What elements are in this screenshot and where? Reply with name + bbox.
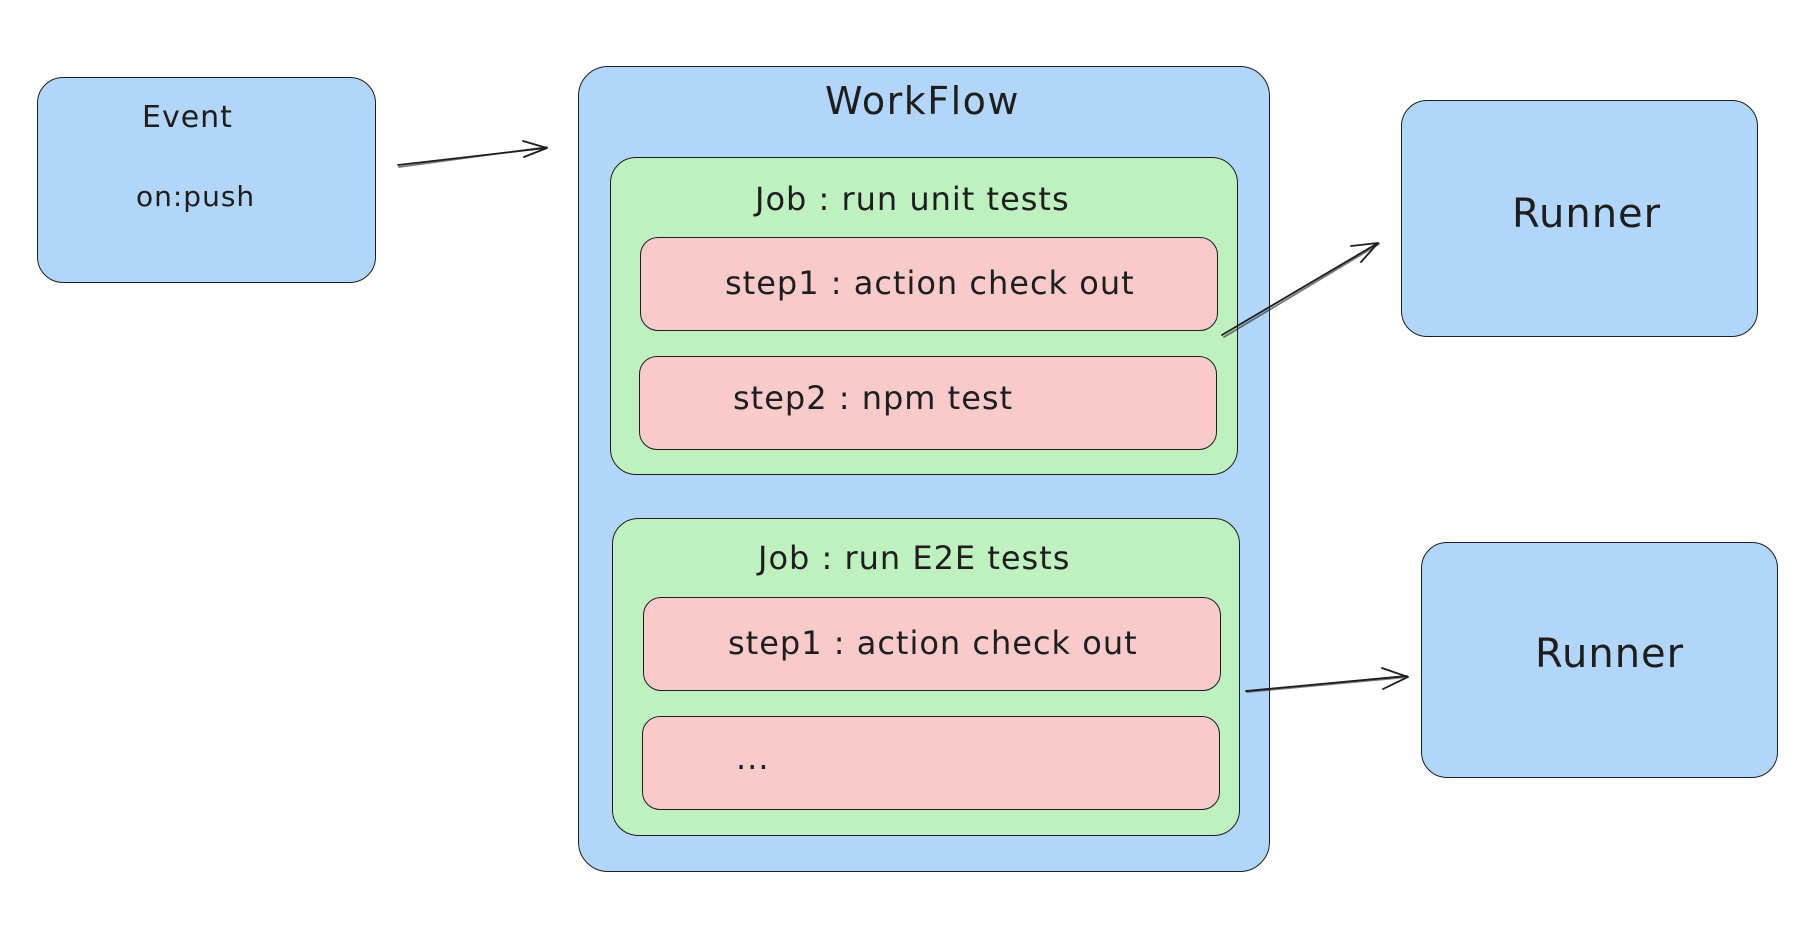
step-ellipsis[interactable]: ... [642, 716, 1220, 810]
runner-node-2[interactable]: Runner [1421, 542, 1778, 778]
arrow-event-to-workflow [397, 140, 548, 168]
runner-node-1[interactable]: Runner [1401, 100, 1758, 337]
runner-label: Runner [1535, 631, 1685, 677]
step-npm-test[interactable]: step2 : npm test [639, 356, 1217, 450]
job-title: Job : run unit tests [755, 180, 1070, 218]
step-label: step2 : npm test [733, 379, 1014, 417]
step-label: step1 : action check out [725, 264, 1135, 302]
workflow-title: WorkFlow [825, 79, 1020, 123]
job-unit-tests[interactable]: Job : run unit tests step1 : action chec… [610, 157, 1238, 475]
step-checkout[interactable]: step1 : action check out [643, 597, 1221, 691]
event-node[interactable]: Event on:push [37, 77, 376, 283]
step-label: ... [736, 739, 770, 777]
workflow-container[interactable]: WorkFlow Job : run unit tests step1 : ac… [578, 66, 1270, 872]
step-label: step1 : action check out [728, 624, 1138, 662]
event-title: Event [142, 100, 233, 135]
arrow-job2-to-runner2 [1245, 667, 1409, 693]
runner-label: Runner [1512, 191, 1662, 237]
job-e2e-tests[interactable]: Job : run E2E tests step1 : action check… [612, 518, 1240, 836]
step-checkout[interactable]: step1 : action check out [640, 237, 1218, 331]
event-trigger: on:push [136, 180, 256, 213]
job-title: Job : run E2E tests [758, 539, 1071, 577]
